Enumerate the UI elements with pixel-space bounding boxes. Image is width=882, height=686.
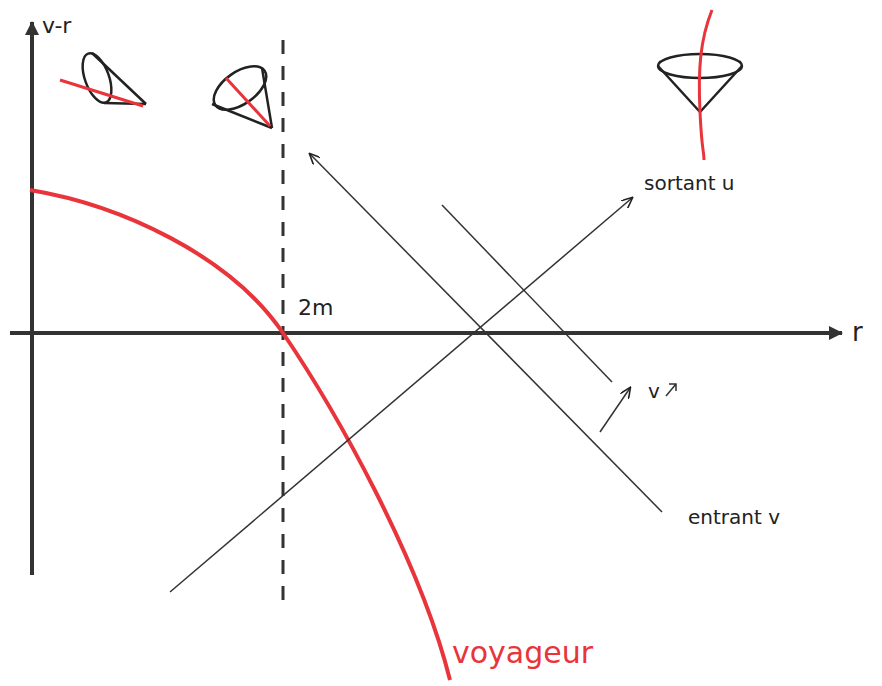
horizon-label: 2m	[298, 296, 333, 320]
light-cone	[206, 58, 274, 128]
horizontal-axis	[10, 331, 842, 335]
worldline-label: voyageur	[452, 636, 593, 669]
horizon-line	[282, 40, 285, 600]
worldline-in-cone	[226, 78, 270, 126]
ingoing-ray	[310, 154, 662, 512]
worldline-in-cone	[60, 80, 143, 106]
worldline-in-cone	[699, 10, 712, 160]
axis-label: v-r	[42, 14, 71, 38]
light-cone	[77, 49, 146, 106]
ray-label: sortant u	[644, 172, 735, 194]
ray-label: v	[648, 380, 660, 402]
outgoing-ray	[170, 198, 632, 592]
ray-label: entrant v	[688, 506, 780, 528]
axis-label: r	[852, 318, 863, 347]
ingoing-ray	[442, 205, 612, 382]
vertical-axis	[30, 22, 34, 575]
direction-arrow	[600, 388, 630, 432]
direction-arrow	[666, 384, 676, 396]
traveller-worldline	[30, 190, 450, 680]
